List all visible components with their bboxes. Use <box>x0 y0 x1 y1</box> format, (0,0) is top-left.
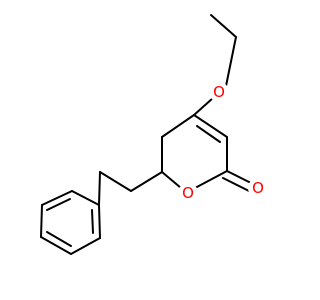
side-chain-first-bond <box>130 171 163 192</box>
side-chain-phenyl-bond <box>98 171 101 206</box>
molecule-canvas: O O O <box>40 14 268 255</box>
phenyl-bond-1 <box>71 190 100 206</box>
ring-oxygen-atom: O <box>178 183 198 203</box>
phenyl-bond-6 <box>98 204 101 239</box>
ring-c3-c4-inner-double-bond <box>196 125 221 143</box>
carbonyl-oxygen-atom: O <box>248 178 268 198</box>
carbonyl-oxygen-label-background <box>248 178 268 198</box>
phenyl-bond-4 <box>40 236 72 255</box>
ring-c6-oxygen-bond <box>161 171 182 189</box>
phenyl-inner-double-bond-3 <box>91 209 94 234</box>
oxygen-ring-bond <box>193 97 214 116</box>
molecule-structure: O O O <box>40 14 268 255</box>
ring-c4-c5-bond <box>161 114 195 138</box>
carbonyl-double-bond-lower <box>222 177 250 192</box>
carbonyl-oxygen-label: O <box>252 179 264 197</box>
ethyl-terminal-bond <box>210 14 237 38</box>
ring-c3-c4-bond <box>193 114 228 138</box>
phenyl-bond-2 <box>41 190 73 206</box>
phenyl-inner-double-bond-1 <box>46 198 71 211</box>
ring-oxygen-c2-bond <box>194 170 228 189</box>
carbonyl-double-bond-upper <box>226 170 254 185</box>
ring-oxygen-label: O <box>182 184 194 202</box>
phenyl-bond-5 <box>70 237 101 255</box>
phenyl-bond-3 <box>40 204 43 238</box>
ether-oxygen-label: O <box>213 83 225 101</box>
side-chain-second-bond <box>99 171 132 192</box>
phenyl-inner-double-bond-2 <box>46 231 72 247</box>
ether-oxygen-label-background <box>209 82 229 102</box>
ring-oxygen-label-background <box>178 183 198 203</box>
ether-oxygen-atom: O <box>209 82 229 102</box>
ethyl-oxygen-bond <box>225 36 237 87</box>
